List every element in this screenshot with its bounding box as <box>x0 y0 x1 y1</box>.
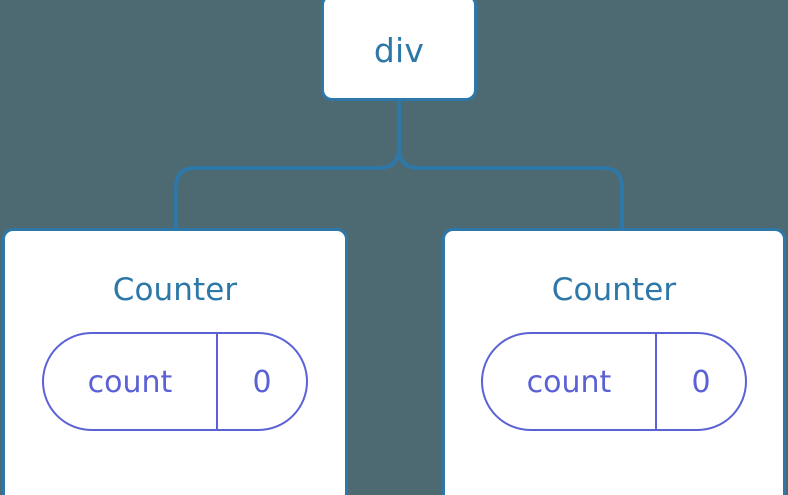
tree-node-root[interactable]: div <box>321 0 477 101</box>
node-label-counter-0: Counter <box>112 272 238 308</box>
tree-node-counter-1[interactable]: Counter count 0 <box>442 228 786 495</box>
connector-branch-left <box>174 146 401 232</box>
state-divider-counter-1 <box>655 334 657 429</box>
state-divider-counter-0 <box>216 334 218 429</box>
state-key-counter-0: count <box>87 365 173 400</box>
state-value-counter-1: 0 <box>691 365 711 400</box>
state-pill-counter-1[interactable]: count 0 <box>481 332 747 431</box>
state-pill-counter-0[interactable]: count 0 <box>42 332 308 431</box>
node-label-root: div <box>373 31 425 70</box>
connector-branch-right <box>397 146 624 232</box>
node-label-counter-1: Counter <box>551 272 677 308</box>
tree-node-counter-0[interactable]: Counter count 0 <box>2 228 348 495</box>
state-key-counter-1: count <box>526 365 612 400</box>
state-value-counter-0: 0 <box>252 365 272 400</box>
